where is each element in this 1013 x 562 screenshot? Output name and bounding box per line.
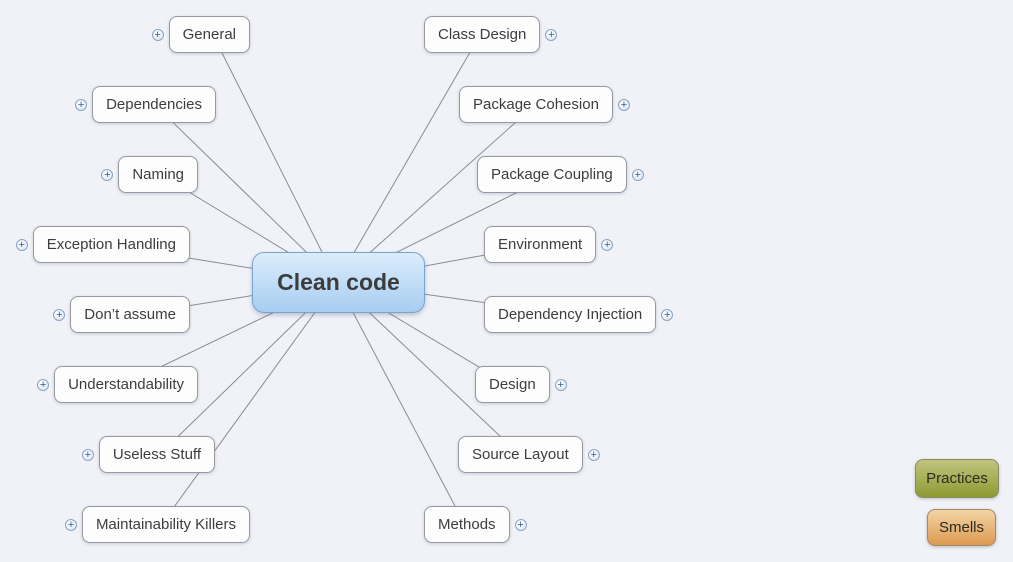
topic-node-understandability: + Understandability	[37, 366, 198, 403]
edge-line	[160, 281, 338, 526]
legend-practices-button[interactable]: Practices	[915, 459, 999, 498]
topic-label: Package Cohesion	[473, 96, 599, 113]
expand-icon[interactable]: +	[81, 448, 94, 461]
topic-label: General	[182, 26, 236, 43]
expand-icon[interactable]: +	[75, 98, 88, 111]
topic-node-methods: Methods +	[424, 506, 527, 543]
topic-label: Environment	[498, 236, 583, 253]
topic-box-design[interactable]: Design	[475, 366, 550, 403]
topic-box-package-cohesion[interactable]: Package Cohesion	[459, 86, 613, 123]
topic-node-package-coupling: Package Coupling +	[477, 156, 644, 193]
topic-box-don-t-assume[interactable]: Don’t assume	[70, 296, 190, 333]
expand-icon[interactable]: +	[631, 168, 644, 181]
expand-icon[interactable]: +	[617, 98, 630, 111]
legend-smells-label: Smells	[938, 519, 984, 536]
topic-node-naming: + Naming	[101, 156, 198, 193]
topic-box-general[interactable]: General	[168, 16, 250, 53]
expand-icon[interactable]: +	[151, 28, 164, 41]
expand-icon[interactable]: +	[101, 168, 114, 181]
topic-node-dependency-injection: Dependency Injection +	[484, 296, 674, 333]
topic-label: Class Design	[438, 26, 527, 43]
topic-box-source-layout[interactable]: Source Layout	[458, 436, 583, 473]
topic-node-source-layout: Source Layout +	[458, 436, 600, 473]
topic-node-environment: Environment +	[484, 226, 614, 263]
topic-label: Package Coupling	[491, 166, 613, 183]
topic-label: Understandability	[68, 376, 184, 393]
expand-icon[interactable]: +	[514, 518, 527, 531]
topic-node-exception-handling: + Exception Handling	[15, 226, 190, 263]
topic-node-design: Design +	[475, 366, 567, 403]
topic-label: Dependency Injection	[498, 306, 643, 323]
topic-box-understandability[interactable]: Understandability	[54, 366, 198, 403]
central-topic-label: Clean code	[277, 269, 400, 295]
expand-icon[interactable]: +	[554, 378, 567, 391]
topic-box-class-design[interactable]: Class Design	[424, 16, 541, 53]
topic-node-maintainability-killers: + Maintainability Killers	[64, 506, 250, 543]
legend-practices-label: Practices	[926, 470, 988, 487]
topic-node-class-design: Class Design +	[424, 16, 558, 53]
topic-node-dependencies: + Dependencies	[75, 86, 216, 123]
topic-box-dependencies[interactable]: Dependencies	[92, 86, 216, 123]
topic-node-general: + General	[151, 16, 250, 53]
expand-icon[interactable]: +	[587, 448, 600, 461]
expand-icon[interactable]: +	[37, 378, 50, 391]
topic-node-package-cohesion: Package Cohesion +	[459, 86, 630, 123]
expand-icon[interactable]: +	[64, 518, 77, 531]
topic-label: Don’t assume	[84, 306, 176, 323]
topic-label: Dependencies	[106, 96, 202, 113]
expand-icon[interactable]: +	[545, 28, 558, 41]
topic-box-naming[interactable]: Naming	[118, 156, 198, 193]
topic-label: Naming	[132, 166, 184, 183]
edge-line	[212, 34, 338, 283]
expand-icon[interactable]: +	[15, 238, 28, 251]
topic-box-environment[interactable]: Environment	[484, 226, 597, 263]
topic-box-methods[interactable]: Methods	[424, 506, 510, 543]
topic-label: Exception Handling	[46, 236, 176, 253]
topic-box-maintainability-killers[interactable]: Maintainability Killers	[81, 506, 250, 543]
topic-label: Maintainability Killers	[95, 516, 236, 533]
topic-box-exception-handling[interactable]: Exception Handling	[32, 226, 190, 263]
edge-line	[336, 34, 481, 283]
topic-label: Design	[489, 376, 536, 393]
expand-icon[interactable]: +	[53, 308, 66, 321]
topic-box-useless-stuff[interactable]: Useless Stuff	[98, 436, 215, 473]
expand-icon[interactable]: +	[601, 238, 614, 251]
expand-icon[interactable]: +	[661, 308, 674, 321]
central-topic[interactable]: Clean code	[252, 252, 425, 313]
topic-label: Useless Stuff	[112, 446, 201, 463]
edge-line	[336, 281, 466, 526]
topic-box-package-coupling[interactable]: Package Coupling	[477, 156, 627, 193]
topic-node-useless-stuff: + Useless Stuff	[81, 436, 215, 473]
topic-box-dependency-injection[interactable]: Dependency Injection	[484, 296, 657, 333]
topic-node-don-t-assume: + Don’t assume	[53, 296, 190, 333]
legend-smells-button[interactable]: Smells	[927, 509, 996, 546]
topic-label: Source Layout	[472, 446, 569, 463]
topic-label: Methods	[438, 516, 496, 533]
